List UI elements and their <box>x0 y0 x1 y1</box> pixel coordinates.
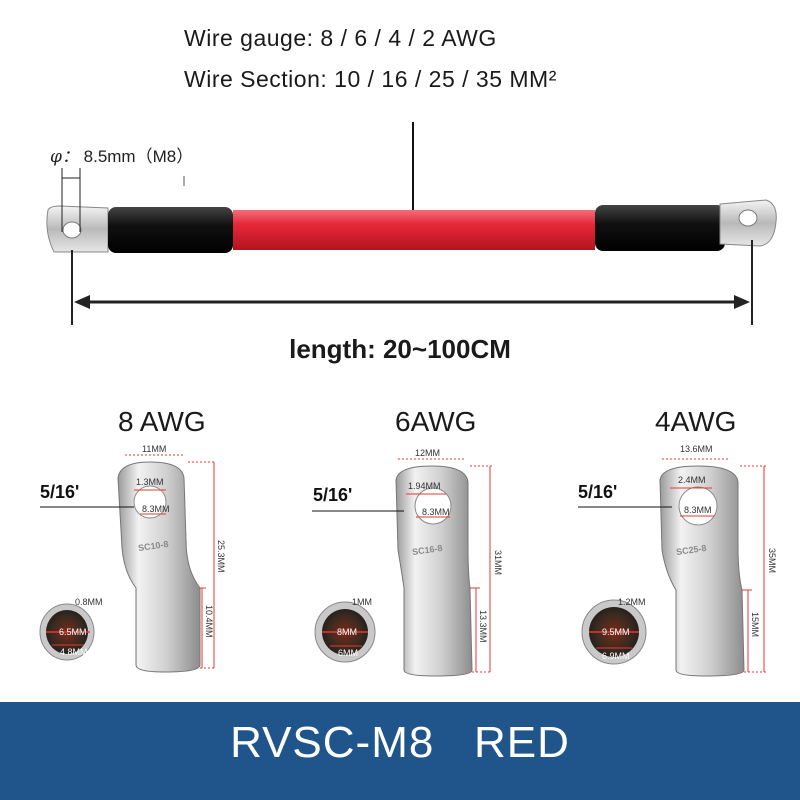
outer-dia-dim-8: 4.8MM <box>60 647 88 657</box>
lug-8awg <box>40 461 201 673</box>
hole-diameter-value: 8.5mm（M8） <box>83 147 194 166</box>
hole-dim-6: 8.3MM <box>422 507 450 517</box>
ring-end-view-6awg <box>314 601 376 663</box>
width-dim-6: 12MM <box>415 448 441 458</box>
stud-size-label-8: 5/16' <box>40 482 80 502</box>
wall-dim-8: 1.3MM <box>136 477 164 487</box>
right-ring-terminal <box>719 199 777 247</box>
left-heat-shrink <box>108 207 233 253</box>
wire-gauge-text: Wire gauge: 8 / 6 / 4 / 2 AWG <box>184 25 497 51</box>
total-length-dim-6: 31MM <box>493 550 503 576</box>
lug-drawings <box>39 454 766 677</box>
length-arrow-right <box>734 295 750 309</box>
barrel-length-dim-8: 10.4MM <box>204 605 214 638</box>
model-banner-text: RVSC-M8 RED <box>230 718 570 767</box>
awg-label-8: 8 AWG <box>118 406 206 437</box>
ring-top-dim-8: 0.8MM <box>75 597 103 607</box>
barrel-length-dim-6: 13.3MM <box>478 610 488 643</box>
inner-dia-dim-4: 9.5MM <box>602 627 630 637</box>
total-length-dim-4: 35MM <box>767 548 777 574</box>
stud-size-label-4: 5/16' <box>578 482 618 502</box>
outer-dia-dim-4: 6.9MM <box>602 651 630 661</box>
model-banner <box>0 702 800 800</box>
red-cable <box>233 210 595 250</box>
ring-end-view-8awg <box>39 603 95 661</box>
total-length-dim-8: 25.3MM <box>216 540 226 573</box>
cable-illustration <box>46 122 777 325</box>
wire-section-text: Wire Section: 10 / 16 / 25 / 35 MM² <box>184 66 557 92</box>
ring-top-dim-6: 1MM <box>352 597 372 607</box>
length-label: length: 20~100CM <box>289 334 511 364</box>
stud-size-label-6: 5/16' <box>313 485 353 505</box>
hole-dim-4: 8.3MM <box>684 505 712 515</box>
ring-end-view-4awg <box>581 599 647 665</box>
inner-dia-dim-6: 8MM <box>337 627 357 637</box>
wall-dim-4: 2.4MM <box>678 475 706 485</box>
wall-dim-6: 1.94MM <box>408 481 441 491</box>
width-dim-4: 13.6MM <box>680 444 713 454</box>
inner-dia-dim-8: 6.5MM <box>59 627 87 637</box>
right-heat-shrink <box>595 205 725 251</box>
length-arrow-left <box>74 295 90 309</box>
barrel-length-dim-4: 15MM <box>750 612 760 638</box>
lug-6awg <box>312 465 473 677</box>
width-dim-8: 11MM <box>142 444 167 454</box>
hole-diameter-label: φ： 8.5mm（M8） <box>50 142 193 167</box>
phi-symbol: φ： <box>50 147 79 167</box>
hole-dim-8: 8.3MM <box>142 504 170 514</box>
awg-label-4: 4AWG <box>655 406 737 437</box>
awg-label-6: 6AWG <box>395 406 477 437</box>
outer-dia-dim-6: 6MM <box>338 648 358 658</box>
ring-top-dim-4: 1.2MM <box>618 597 646 607</box>
